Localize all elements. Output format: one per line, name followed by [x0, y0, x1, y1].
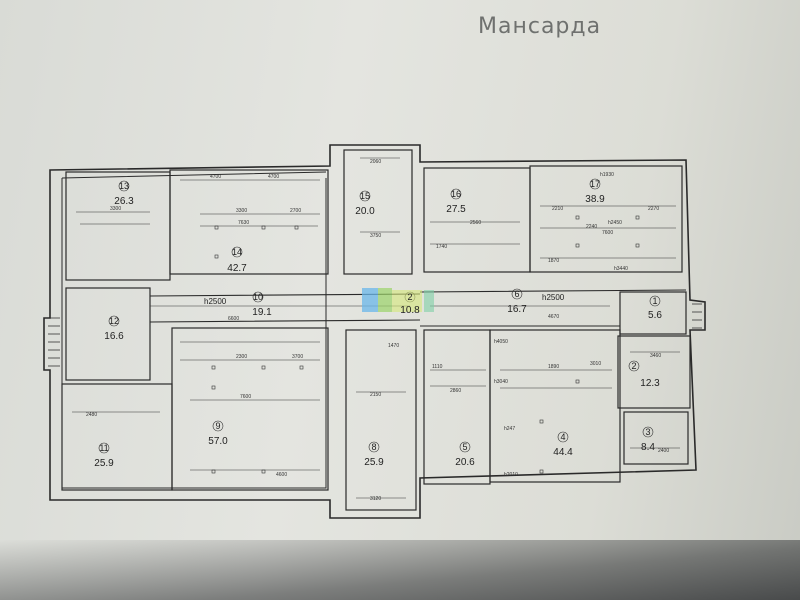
height-label-4050: h4050	[494, 339, 508, 345]
dim-label: 2560	[470, 220, 481, 226]
room-1-area: 5.6	[648, 310, 662, 321]
room-14-wall	[169, 169, 329, 275]
dim-label: 1870	[548, 258, 559, 264]
height-label-2010: h2010	[504, 472, 518, 478]
dim-label: 2240	[586, 224, 597, 230]
room-10-area: 19.1	[252, 307, 272, 318]
dim-label: 3300	[110, 206, 121, 212]
dim-label: 3460	[650, 353, 661, 359]
room-3-wall	[623, 411, 689, 465]
room-2a-number: 2	[407, 292, 412, 302]
dim-label: 2060	[370, 159, 381, 165]
room-17-number: 17	[590, 179, 600, 189]
dim-label: 3120	[370, 496, 381, 502]
yellow-marker	[392, 290, 422, 312]
room-15-number: 15	[360, 191, 370, 201]
room-14-number: 14	[232, 247, 242, 257]
dim-label: 3750	[370, 233, 381, 239]
dim-label: 2700	[290, 208, 301, 214]
dim-label: 3300	[236, 208, 247, 214]
outer-wall	[43, 144, 706, 519]
room-14-area: 42.7	[227, 263, 247, 274]
room-6-area: 16.7	[507, 304, 527, 315]
room-17-wall	[529, 165, 683, 273]
room-16-area: 27.5	[446, 204, 466, 215]
dim-label: 2150	[370, 392, 381, 398]
dim-label: 6600	[228, 316, 239, 322]
dim-label: 7600	[602, 230, 613, 236]
height-label-247: h247	[504, 426, 515, 432]
room-8-area: 25.9	[364, 457, 384, 468]
room-9-area: 57.0	[208, 436, 228, 447]
dim-label: 2480	[86, 412, 97, 418]
dim-label: 1110	[432, 364, 443, 370]
dim-label: 2300	[236, 354, 247, 360]
dim-label: 7630	[238, 220, 249, 226]
teal-marker	[424, 290, 434, 312]
room-15-area: 20.0	[355, 206, 375, 217]
room-2b-number: 2	[631, 361, 636, 371]
room-12-area: 16.6	[104, 331, 124, 342]
height-label-17a: h1930	[600, 172, 614, 178]
height-label-6: h2500	[542, 293, 565, 302]
room-11-number: 11	[99, 443, 108, 453]
room-13-area: 26.3	[114, 196, 134, 207]
dim-label: 2860	[450, 388, 461, 394]
room-10-number: 10	[253, 292, 263, 302]
dim-label: 1740	[436, 244, 447, 250]
dim-label: 4600	[276, 472, 287, 478]
dim-label: 7600	[240, 394, 251, 400]
room-1-wall	[619, 291, 687, 335]
room-13-number: 13	[119, 181, 129, 191]
height-label-17b: h2450	[608, 220, 622, 226]
room-4-area: 44.4	[553, 447, 573, 458]
dim-label: 1470	[388, 343, 399, 349]
dim-label: 4670	[548, 314, 559, 320]
dim-label: 4700	[210, 174, 221, 180]
room-1-number: 1	[652, 296, 657, 306]
height-label-10: h2500	[204, 297, 227, 306]
room-9-number: 9	[215, 421, 220, 431]
dim-label: 4700	[268, 174, 279, 180]
room-6-number: 6	[514, 289, 519, 299]
dim-label: 2270	[648, 206, 659, 212]
dim-label: 2210	[552, 206, 563, 212]
green-marker	[378, 288, 392, 312]
dim-label: 1890	[548, 364, 559, 370]
room-12-wall	[65, 287, 151, 381]
room-2b-area: 12.3	[640, 378, 660, 389]
photo-shadow	[0, 540, 800, 600]
height-label-3040: h3040	[494, 379, 508, 385]
blue-marker	[362, 288, 378, 312]
room-11-wall	[61, 383, 173, 491]
room-17-area: 38.9	[585, 194, 605, 205]
room-9-wall	[171, 327, 329, 491]
room-5-area: 20.6	[455, 457, 475, 468]
dim-label: 3010	[590, 361, 601, 367]
room-5-number: 5	[462, 442, 467, 452]
room-2a-area: 10.8	[400, 305, 420, 316]
height-label-3440: h3440	[614, 266, 628, 272]
dim-label: 3700	[292, 354, 303, 360]
room-11-area: 25.9	[94, 458, 114, 469]
dim-label: 2400	[658, 448, 669, 454]
room-8-number: 8	[371, 442, 376, 452]
room-4-wall	[489, 329, 621, 483]
page-title: Мансарда	[478, 14, 602, 39]
room-8-wall	[345, 329, 417, 511]
room-16-number: 16	[451, 189, 461, 199]
room-12-number: 12	[109, 316, 119, 326]
room-3-area: 8.4	[641, 442, 655, 453]
room-4-number: 4	[560, 432, 565, 442]
room-2-wall	[617, 335, 691, 409]
room-15-wall	[343, 149, 413, 275]
room-3-number: 3	[645, 427, 650, 437]
